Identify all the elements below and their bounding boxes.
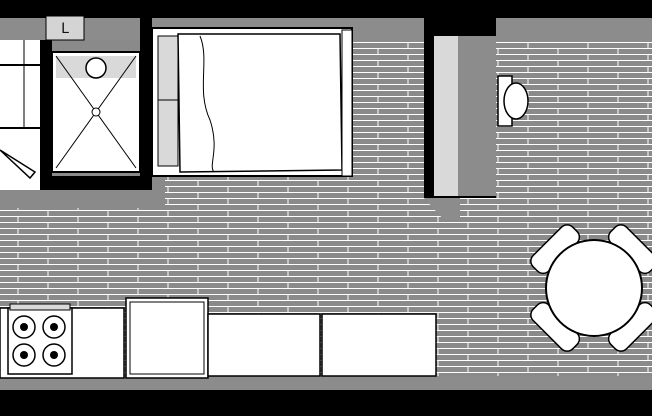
bathroom (0, 18, 165, 208)
closet-label-box (45, 15, 85, 41)
bath-wall-right (140, 18, 152, 188)
bathroom-door-swing (0, 149, 37, 180)
bottom-wall (0, 390, 652, 416)
wall-column (424, 18, 496, 220)
stove-icon (7, 303, 73, 375)
chair-icon (530, 224, 652, 352)
closet-label: L (61, 21, 69, 37)
toilet-icon (497, 75, 529, 127)
bottom-wall-face (0, 376, 652, 390)
shower-icon (51, 51, 141, 173)
top-wall (0, 0, 652, 18)
bathroom-partition (40, 40, 52, 190)
dining-table-icon (530, 224, 652, 352)
bed-icon (151, 27, 353, 177)
